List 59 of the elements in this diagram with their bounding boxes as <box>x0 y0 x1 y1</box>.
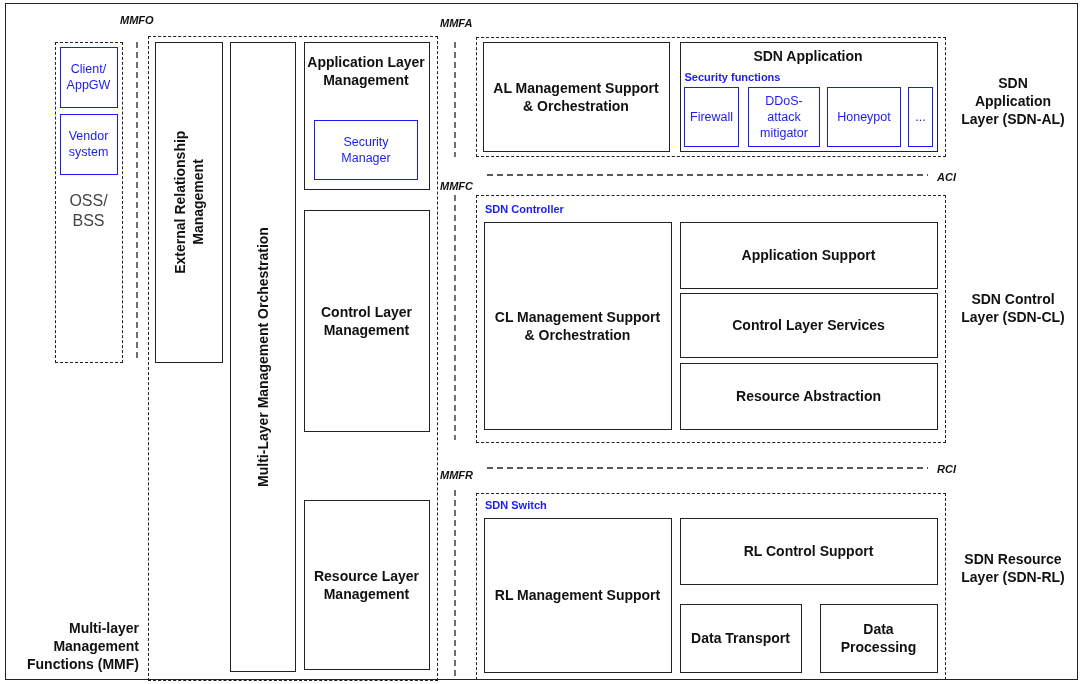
box-label: Resource Layer Management <box>312 566 421 603</box>
box-label: SDN Application <box>752 46 864 65</box>
function-box <box>229 41 296 672</box>
box-label: Honeypot <box>836 109 892 125</box>
component-box <box>908 87 933 147</box>
function-box <box>679 41 938 152</box>
function-box <box>679 221 938 289</box>
box-label: Application Support <box>740 246 877 264</box>
system-group <box>55 42 123 363</box>
component-heading: SDN Switch <box>485 498 547 512</box>
function-box <box>303 499 430 670</box>
component-box <box>684 87 739 147</box>
box-label: Data Transport <box>690 629 791 647</box>
function-box <box>303 209 430 432</box>
function-box <box>483 517 672 673</box>
box-label: Resource Abstraction <box>735 387 882 405</box>
function-box <box>679 603 802 673</box>
function-box <box>819 603 938 673</box>
box-label: Vendor system <box>67 128 110 160</box>
box-label: Security Manager <box>340 134 392 166</box>
layer-label: Multi-layer Management Functions (MMF) <box>26 619 139 673</box>
box-label: RL Control Support <box>742 542 875 560</box>
box-label: External Relationship Management <box>170 129 207 276</box>
component-heading: SDN Controller <box>485 202 564 216</box>
box-label: Client/ AppGW <box>65 61 112 93</box>
reference-point-label: RCI <box>937 463 956 475</box>
box-label: Application Layer Management <box>306 52 426 89</box>
box-label: Control Layer Management <box>320 302 413 339</box>
function-box <box>679 517 938 585</box>
box-label: Data Processing <box>839 620 918 656</box>
reference-point-label: ACI <box>937 171 956 183</box>
component-heading: Security functions <box>684 69 781 84</box>
box-label: Multi-Layer Management Orchestration <box>253 226 272 487</box>
function-box <box>679 362 938 430</box>
function-box <box>483 221 672 430</box>
reference-point-label: MMFR <box>440 469 473 481</box>
reference-point-label: MMFA <box>440 17 473 29</box>
function-box <box>154 41 223 363</box>
component-box <box>314 120 418 180</box>
component-box <box>827 87 901 147</box>
function-box <box>303 41 430 190</box>
box-label: Control Layer Services <box>731 316 886 334</box>
function-box <box>679 292 938 358</box>
box-label: AL Management Support & Orchestration <box>492 78 660 115</box>
box-label: RL Management Support <box>493 586 662 604</box>
box-label: DDoS-attack mitigator <box>759 93 809 141</box>
box-label: ... <box>914 109 927 125</box>
component-box <box>59 113 118 175</box>
box-label: CL Management Support & Orchestration <box>493 307 662 344</box>
layer-label: SDN Application Layer (SDN-AL) <box>960 74 1066 128</box>
reference-point-label: MMFO <box>120 14 154 26</box>
layer-label: SDN Resource Layer (SDN-RL) <box>960 550 1066 586</box>
box-label: Firewall <box>690 109 733 125</box>
component-box <box>59 46 118 108</box>
layer-label: SDN Control Layer (SDN-CL) <box>960 290 1066 326</box>
group-label: OSS/ BSS <box>68 191 109 231</box>
function-box <box>482 41 670 152</box>
component-box <box>748 87 820 147</box>
reference-point-label: MMFC <box>440 180 473 192</box>
